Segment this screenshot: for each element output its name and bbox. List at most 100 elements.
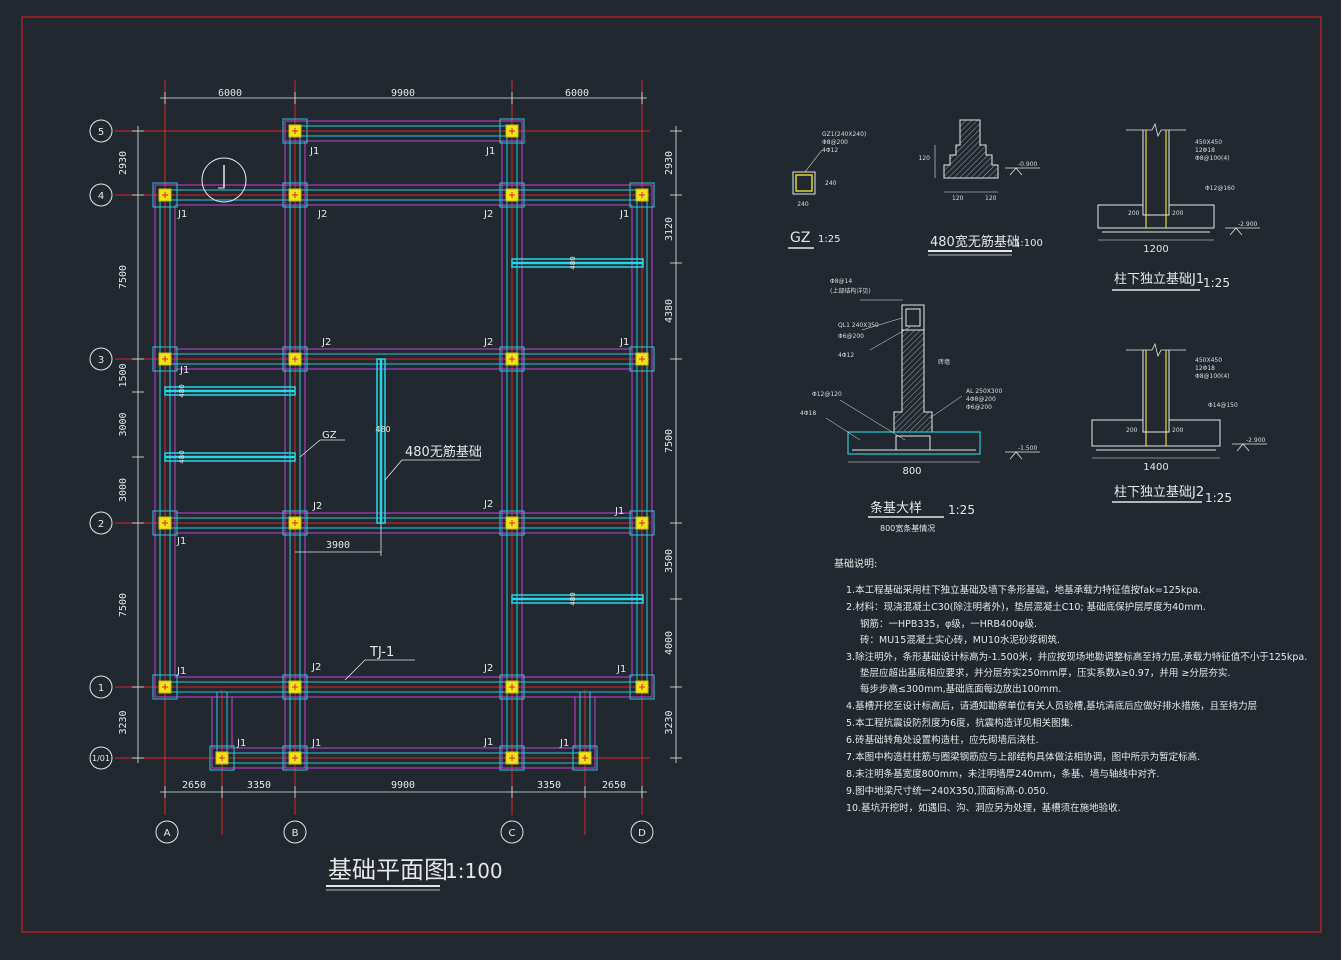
j2-sub-1: 200: [1126, 427, 1138, 434]
j2-note-2: 12Φ18: [1195, 365, 1215, 372]
top-dim-2: 9900: [391, 88, 415, 99]
wall480-title: 480宽无筋基础: [930, 234, 1020, 250]
footing-label: J1: [619, 337, 629, 348]
j2-scale: 1:25: [1205, 491, 1232, 505]
note-item: 8.未注明条基宽度800mm，未注明墙厚240mm，条基、墙与轴线中对齐.: [846, 768, 1159, 780]
footing-label: J2: [483, 663, 493, 674]
footing-label: J1: [311, 738, 321, 749]
plan-scale: 1:100: [445, 859, 503, 883]
tj-callout: TJ-1: [369, 645, 394, 660]
j1-note-4: Φ12@160: [1205, 185, 1235, 192]
left-dimension-line: [132, 126, 144, 763]
pad-footing: [629, 674, 655, 700]
note-item: 10.基坑开挖时，如遇旧、沟、洞应另为处理，基槽须在施地验收.: [846, 802, 1121, 814]
footing-label: J2: [321, 337, 331, 348]
side-dimension: 4380: [664, 299, 675, 323]
side-dimension: 4000: [664, 631, 675, 655]
pad-footing: [499, 182, 525, 208]
north-symbol: [201, 157, 247, 203]
footing-480-width: 480: [569, 592, 577, 605]
strip-side-label: 砖墙: [938, 358, 950, 366]
pad-footing: [152, 510, 178, 536]
note-item: 1.本工程基础采用柱下独立基础及墙下条形基础，地基承载力特征值按fak=125k…: [846, 584, 1201, 596]
detail-strip: -1.500 Φ8@14(上部结构详见)QL1 240X350Φ6@2004Φ1…: [800, 278, 1040, 533]
j1-scale: 1:25: [1203, 276, 1230, 290]
note-item: 2.材料：现浇混凝土C30(除注明者外)，垫层混凝土C10; 基础底保护层厚度为…: [846, 601, 1206, 613]
strip-footing-outlines: [154, 120, 653, 769]
pad-footing: [152, 346, 178, 372]
strip-note: 4Φ18: [800, 410, 816, 417]
note-item: 垫层应超出基底相应要求，并分层夯实250mm厚，压实系数λ≥0.97，并用 ≥分…: [860, 667, 1230, 679]
pad-footing: [209, 745, 235, 771]
side-dimension: 7500: [664, 429, 675, 453]
wall480-callout: 480无筋基础: [405, 444, 482, 460]
j1-note-2: 12Φ18: [1195, 147, 1215, 154]
beam-lines: [159, 125, 648, 764]
right-dimension-line: [670, 126, 682, 763]
strip-width: 800: [902, 466, 921, 477]
top-dim-3: 6000: [565, 88, 589, 99]
footing-label: J1: [559, 738, 569, 749]
bottom-dim-4: 3350: [537, 780, 561, 791]
footing-label: J2: [317, 209, 327, 220]
col-axis-a: A: [164, 828, 171, 839]
note-item: 6.砖基础转角处设置构造柱，应先砌墙后浇柱.: [846, 734, 1039, 746]
pad-footing: [499, 745, 525, 771]
j1-note-1: 450X450: [1195, 139, 1222, 146]
pad-footing: [282, 346, 308, 372]
pad-footings: [152, 118, 655, 771]
j2-note-3: Φ8@100(4): [1195, 373, 1230, 380]
gz-title: GZ: [790, 230, 810, 246]
strip-note: 4Φ8@200: [966, 396, 996, 403]
wall480-scale: 1:100: [1014, 238, 1043, 249]
pad-footing: [282, 510, 308, 536]
detail-j1: 450X450 12Φ18 Φ8@100(4) Φ12@160 200 200 …: [1097, 122, 1260, 291]
j2-note-1: 450X450: [1195, 357, 1222, 364]
wall480-dim-2: 120: [952, 195, 964, 202]
footing-label: J1: [176, 666, 186, 677]
footing-label: J2: [483, 337, 493, 348]
note-item: 5.本工程抗震设防烈度为6度，抗震构造详见相关图集.: [846, 717, 1073, 729]
dim-3900: 3900: [326, 540, 350, 551]
j2-width: 1400: [1143, 462, 1168, 473]
j2-note-4: Φ14@150: [1208, 402, 1238, 409]
footing-label: J2: [312, 501, 322, 512]
note-item: 钢筋：一HPB335，φ级，一HRB400φ级.: [860, 618, 1037, 630]
j2-sub-2: 200: [1172, 427, 1184, 434]
pad-footing: [499, 510, 525, 536]
footing-label: J1: [485, 146, 495, 157]
side-dimension: 2930: [664, 151, 675, 175]
row-axis-5: 5: [98, 127, 104, 138]
j1-sub-2: 200: [1172, 210, 1184, 217]
bottom-dim-2: 3350: [247, 780, 271, 791]
gz-scale: 1:25: [818, 234, 840, 245]
row-axis-1: 1: [98, 683, 104, 694]
gz-note-2: Φ8@200: [822, 139, 848, 146]
footing-label: J1: [176, 536, 186, 547]
side-dimension: 3500: [664, 549, 675, 573]
side-dimension: 7500: [118, 593, 129, 617]
row-axis-4: 4: [98, 191, 104, 202]
pad-footing: [629, 182, 655, 208]
gz-note-3: 4Φ12: [822, 147, 838, 154]
note-item: 每步步高≤300mm,基础底面每边放出100mm.: [860, 683, 1061, 695]
strip-level: -1.500: [1018, 445, 1038, 452]
footing-label: J1: [483, 737, 493, 748]
pad-footing: [282, 182, 308, 208]
j1-level: -2.900: [1238, 221, 1258, 228]
wall480-dim-3: 120: [985, 195, 997, 202]
j2-title: 柱下独立基础J2: [1114, 485, 1204, 500]
pad-footing: [629, 346, 655, 372]
footing-label: J1: [236, 738, 246, 749]
side-dimension: 7500: [118, 265, 129, 289]
pad-footing: [499, 118, 525, 144]
foundation-notes: 基础说明: 1.本工程基础采用柱下独立基础及墙下条形基础，地基承载力特征值按fa…: [834, 557, 1307, 814]
notes-title: 基础说明:: [834, 557, 877, 570]
side-dimension: 3230: [118, 710, 129, 734]
side-dimension: 3000: [118, 478, 129, 502]
footing-label: J1: [614, 506, 624, 517]
